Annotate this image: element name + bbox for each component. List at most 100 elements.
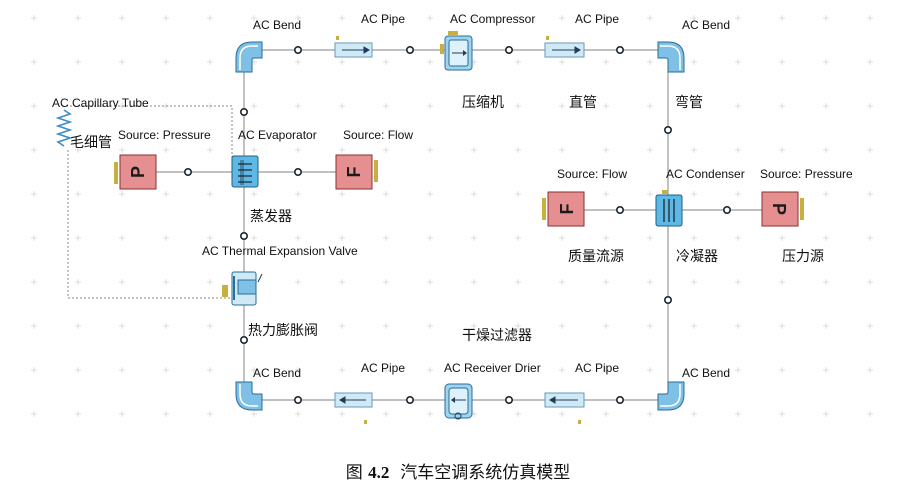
grid-mark xyxy=(339,15,345,21)
ac-receiver-drier[interactable] xyxy=(444,383,473,420)
label-bend-bottom-right: AC Bend xyxy=(682,366,731,380)
figure-caption: 图 4.2 汽车空调系统仿真模型 xyxy=(0,458,916,483)
label-source-pressure-left: Source: Pressure xyxy=(118,128,211,142)
grid-mark xyxy=(119,147,125,153)
ac-evaporator[interactable] xyxy=(231,155,259,188)
caption-number: 4.2 xyxy=(368,463,390,482)
grid-mark xyxy=(251,411,257,417)
grid-mark xyxy=(471,103,477,109)
label-source-pressure-right: Source: Pressure xyxy=(760,167,853,181)
grid-mark xyxy=(207,279,213,285)
ac-bend-bottom-left[interactable] xyxy=(235,381,263,411)
grid-mark xyxy=(867,235,873,241)
ac-pipe-top-2[interactable] xyxy=(544,36,585,58)
grid-mark xyxy=(471,323,477,329)
grid-mark xyxy=(691,323,697,329)
grid-mark xyxy=(383,191,389,197)
grid-mark xyxy=(75,279,81,285)
grid-mark xyxy=(119,323,125,329)
grid-mark xyxy=(691,103,697,109)
grid-mark xyxy=(251,367,257,373)
ac-capillary-tube[interactable] xyxy=(55,109,73,147)
label-pipe-top-2: AC Pipe xyxy=(575,12,620,26)
grid-mark xyxy=(339,147,345,153)
grid-mark xyxy=(515,191,521,197)
grid-mark xyxy=(31,235,37,241)
source-pressure-right[interactable]: P xyxy=(761,191,804,227)
grid-mark xyxy=(471,15,477,21)
grid-mark xyxy=(735,59,741,65)
ac-pipe-top-1[interactable] xyxy=(334,36,373,58)
grid-mark xyxy=(691,279,697,285)
label-receiver-drier: AC Receiver Drier xyxy=(444,361,541,375)
source-flow-right[interactable]: F xyxy=(542,191,585,227)
grid-mark xyxy=(823,191,829,197)
grid-mark xyxy=(251,235,257,241)
grid-mark xyxy=(383,147,389,153)
grid-mark xyxy=(779,411,785,417)
grid-mark xyxy=(471,279,477,285)
grid-mark xyxy=(163,59,169,65)
cn-label-pressure-source: 压力源 xyxy=(782,249,824,265)
grid-mark xyxy=(339,103,345,109)
cn-label-compressor: 压缩机 xyxy=(462,95,504,111)
grid-mark xyxy=(383,59,389,65)
grid-mark xyxy=(515,367,521,373)
ac-pipe-bottom-2[interactable] xyxy=(544,392,585,424)
grid-mark xyxy=(779,15,785,21)
ac-bend-top-left[interactable] xyxy=(235,41,263,73)
caption-title: 汽车空调系统仿真模型 xyxy=(400,463,571,483)
grid-mark xyxy=(559,235,565,241)
ac-pipe-bottom-1[interactable] xyxy=(334,392,373,424)
caption-prefix: 图 xyxy=(345,463,363,483)
grid-mark xyxy=(515,279,521,285)
grid-mark xyxy=(735,15,741,21)
grid-mark xyxy=(207,15,213,21)
grid-mark xyxy=(603,279,609,285)
grid-mark xyxy=(691,59,697,65)
label-bend-top-right: AC Bend xyxy=(682,18,731,32)
grid-mark xyxy=(383,103,389,109)
grid-mark xyxy=(31,323,37,329)
connection-nodes xyxy=(184,45,731,404)
ac-condenser[interactable] xyxy=(655,190,683,227)
source-flow-left[interactable]: F xyxy=(335,154,378,190)
grid-mark xyxy=(823,367,829,373)
grid-mark xyxy=(75,411,81,417)
grid-mark xyxy=(75,15,81,21)
source-pressure-left[interactable]: P xyxy=(114,154,157,190)
grid-mark xyxy=(735,103,741,109)
grid-mark xyxy=(559,323,565,329)
grid-mark xyxy=(603,59,609,65)
ac-bend-bottom-right[interactable] xyxy=(657,381,685,411)
grid-mark xyxy=(383,235,389,241)
grid-mark xyxy=(691,15,697,21)
label-bend-bottom-left: AC Bend xyxy=(253,366,302,380)
ac-bend-top-right[interactable] xyxy=(657,41,685,73)
grid-mark xyxy=(339,323,345,329)
grid-mark xyxy=(383,323,389,329)
grid-mark xyxy=(515,15,521,21)
grid-mark xyxy=(119,235,125,241)
grid-mark xyxy=(31,279,37,285)
grid-mark xyxy=(383,279,389,285)
ac-thermal-expansion-valve[interactable] xyxy=(222,271,263,306)
grid-mark xyxy=(207,411,213,417)
grid-mark xyxy=(867,147,873,153)
grid-mark xyxy=(779,235,785,241)
grid-mark xyxy=(31,367,37,373)
grid-mark xyxy=(515,147,521,153)
label-pipe-bottom-2: AC Pipe xyxy=(575,361,620,375)
grid-mark xyxy=(427,15,433,21)
label-bend-top-left: AC Bend xyxy=(253,18,302,32)
grid-mark xyxy=(823,59,829,65)
grid-mark xyxy=(31,147,37,153)
label-source-flow-right: Source: Flow xyxy=(557,167,628,181)
grid-mark xyxy=(515,323,521,329)
grid-mark xyxy=(647,323,653,329)
grid-mark xyxy=(427,367,433,373)
ac-compressor[interactable] xyxy=(440,31,473,71)
grid-mark xyxy=(163,323,169,329)
grid-mark xyxy=(295,411,301,417)
grid-mark xyxy=(603,411,609,417)
